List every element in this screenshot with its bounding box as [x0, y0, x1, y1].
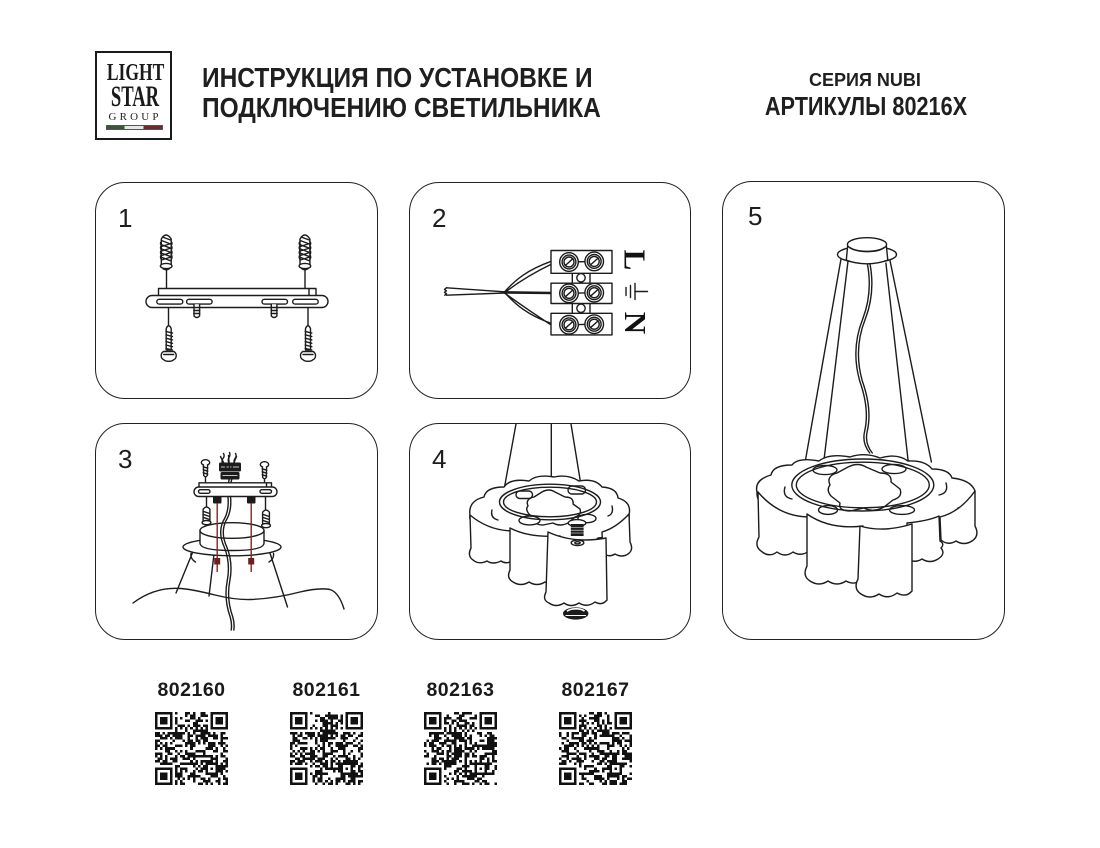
- svg-text:N: N: [618, 312, 653, 334]
- svg-text:L: L: [618, 250, 653, 271]
